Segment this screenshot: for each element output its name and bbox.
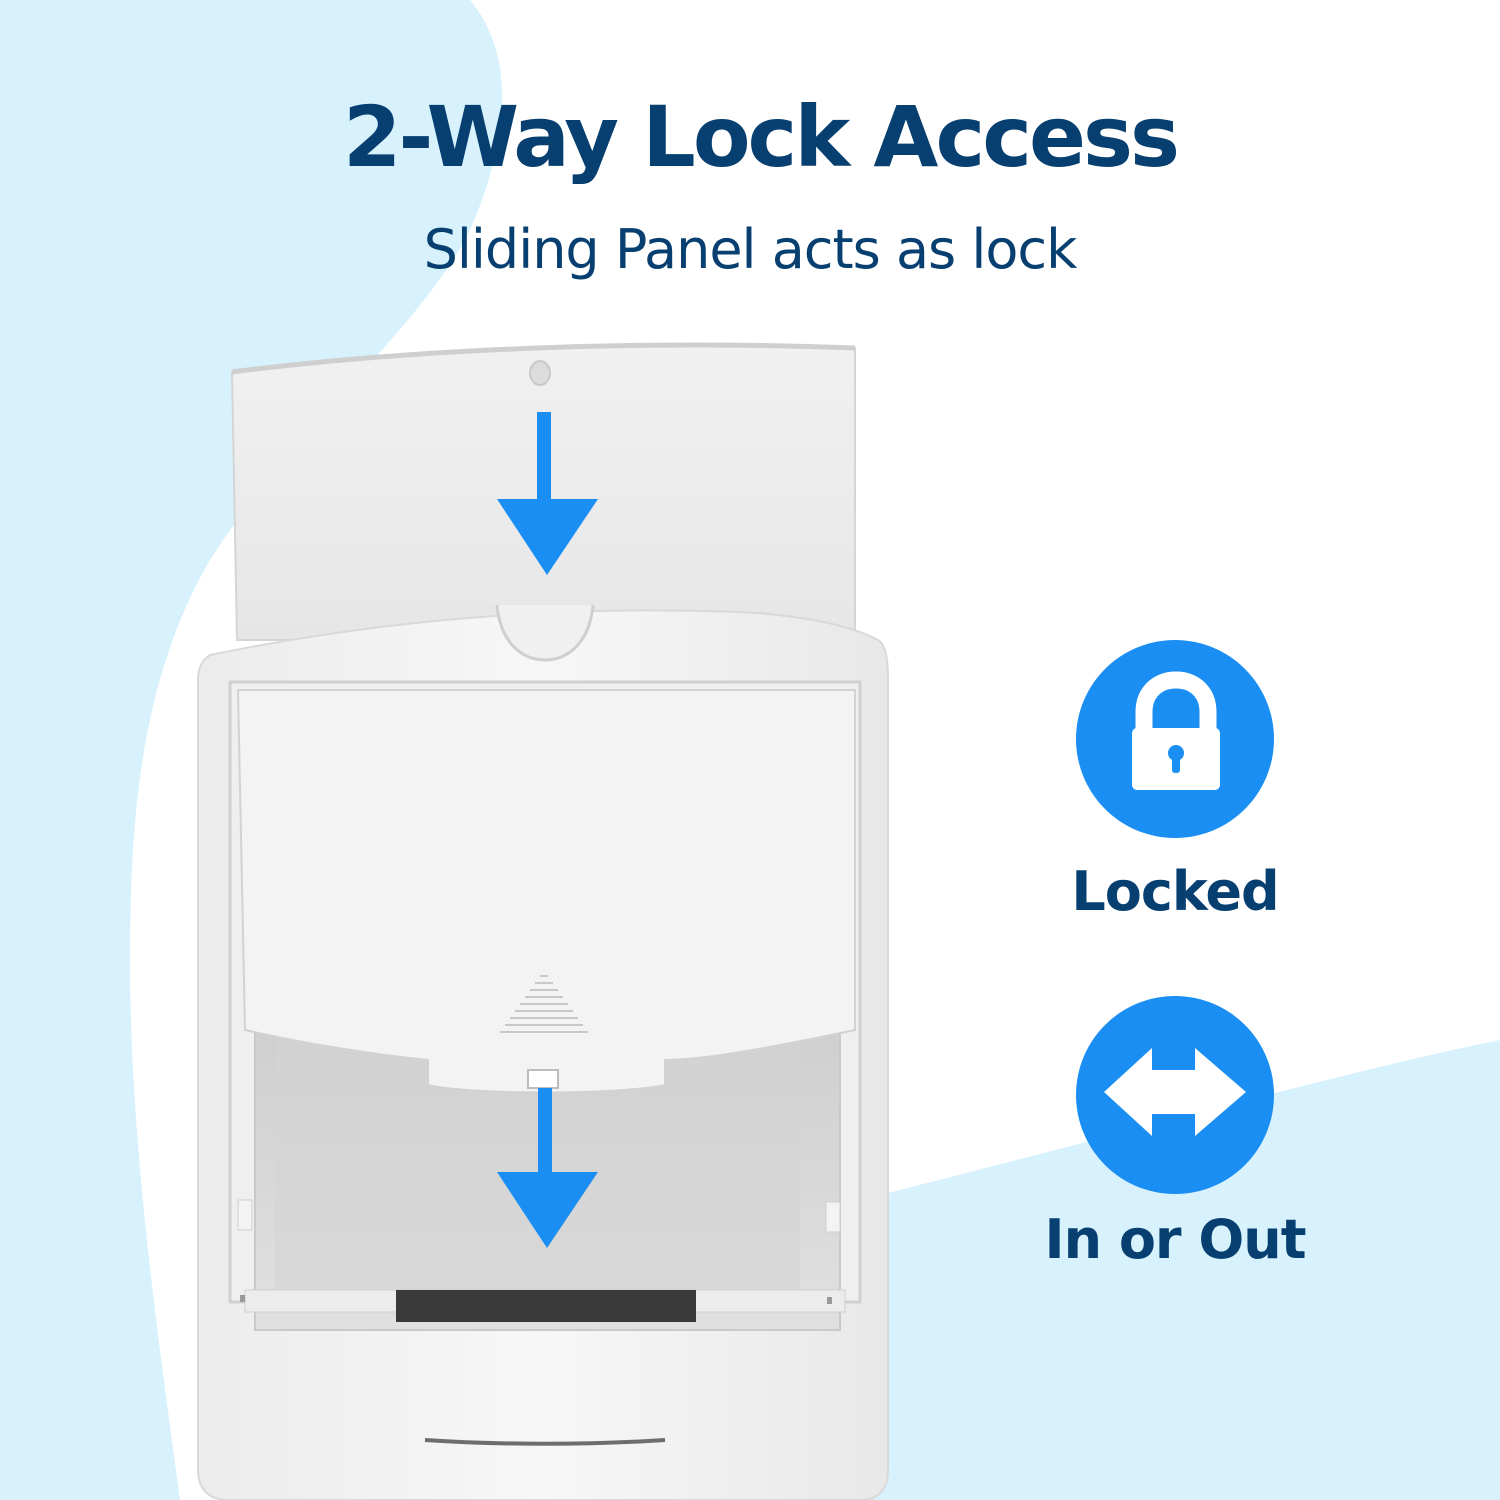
- panel-latch: [527, 1069, 559, 1089]
- feature-label-in-or-out: In or Out: [1044, 1208, 1306, 1271]
- feature-label-locked: Locked: [1071, 860, 1279, 923]
- ribbed-triangle-icon: [500, 975, 588, 1033]
- magnet-strip: [396, 1290, 696, 1322]
- background-wedge-bottom-right: [860, 1040, 1500, 1500]
- frame-notch: [495, 604, 595, 662]
- double-arrow-icon: [1076, 996, 1274, 1194]
- feature-locked: Locked: [1005, 640, 1345, 923]
- panel-hole: [529, 360, 551, 386]
- page-title: 2-Way Lock Access: [343, 88, 1180, 186]
- lock-icon: [1076, 640, 1274, 838]
- flap-window: [237, 1029, 846, 1331]
- down-arrow-bottom-icon: [497, 1088, 598, 1248]
- feature-in-or-out: In or Out: [1005, 996, 1345, 1271]
- sliding-panel-bottom: [236, 689, 856, 1094]
- background-blob-left: [0, 0, 503, 1500]
- down-arrow-top-icon: [497, 412, 598, 575]
- page-subtitle: Sliding Panel acts as lock: [423, 218, 1078, 281]
